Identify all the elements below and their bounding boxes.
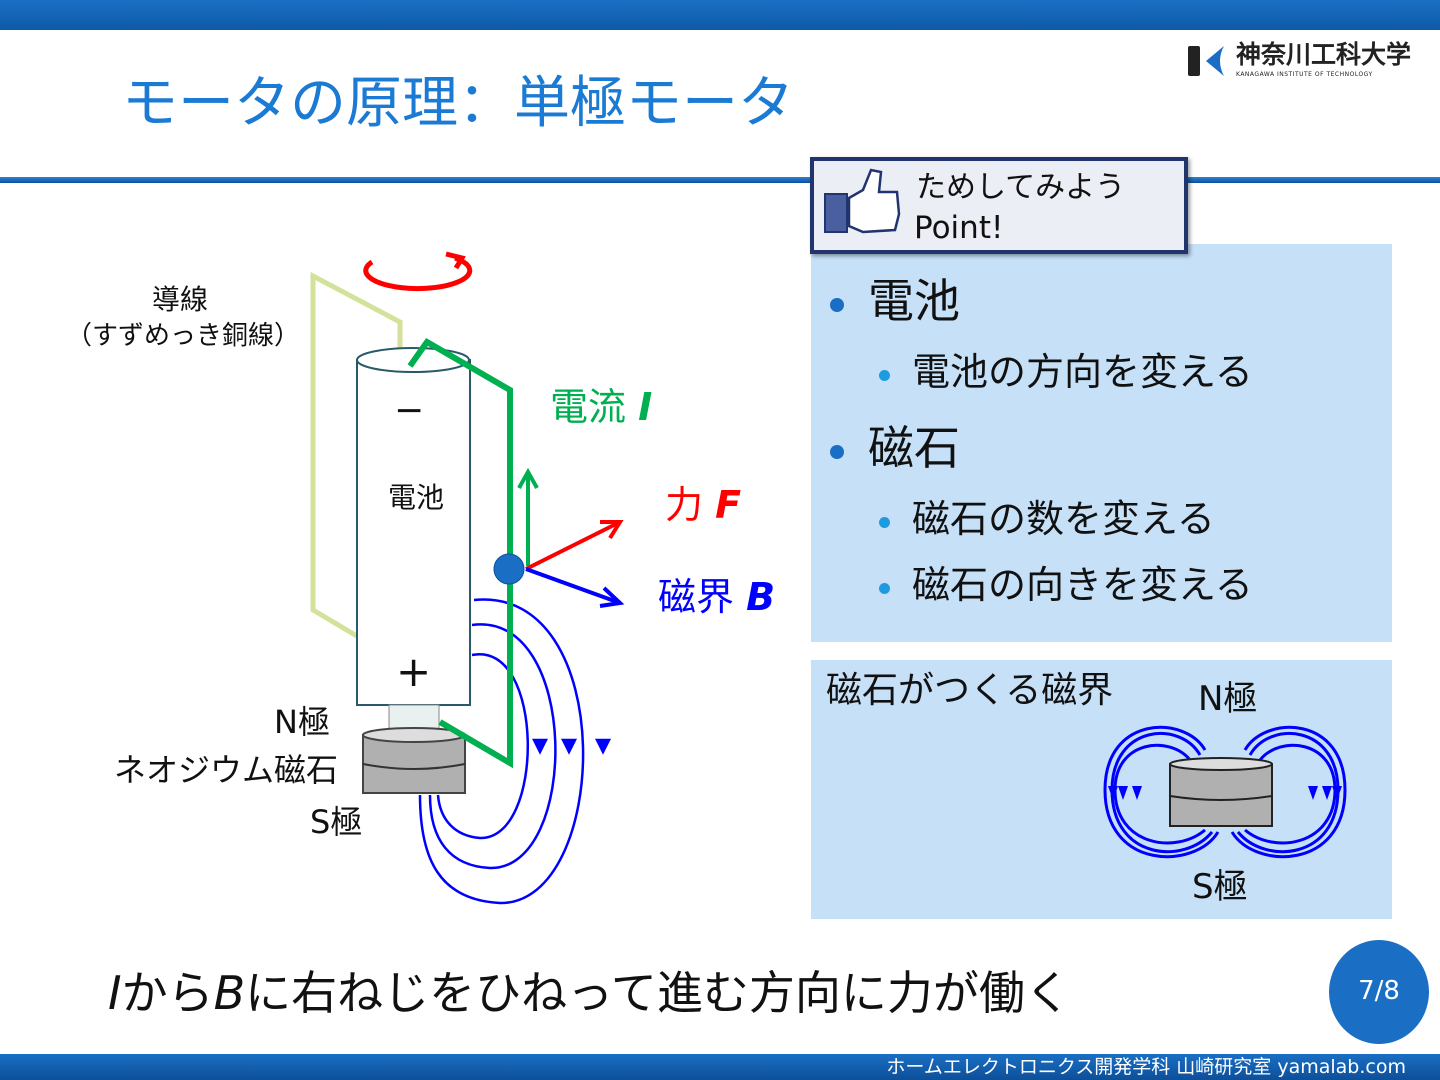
top-bar xyxy=(0,0,1440,30)
logo-name-en: KANAGAWA INSTITUTE OF TECHNOLOGY xyxy=(1236,71,1373,78)
magnet-label: ネオジウム磁石 xyxy=(114,751,339,789)
footer-bar xyxy=(0,1054,1440,1080)
s-pole-label: S極 xyxy=(310,803,363,841)
point-title: ためしてみよう xyxy=(916,170,1126,205)
contact-point xyxy=(493,553,525,585)
point-subtitle: Point! xyxy=(914,210,1004,246)
s-pole-label: S極 xyxy=(1192,867,1248,907)
slide-title: モータの原理：単極モータ xyxy=(122,71,794,136)
field-box-title: 磁石がつくる磁界 xyxy=(826,670,1114,711)
n-pole-label: N極 xyxy=(1198,679,1258,719)
force-label: 力 F xyxy=(665,483,742,527)
logo-mark-icon xyxy=(1188,46,1224,76)
logo-name: 神奈川工科大学 xyxy=(1236,40,1412,69)
wire-sublabel: （すずめっき銅線） xyxy=(66,321,301,351)
field-arrow-icon xyxy=(525,567,625,608)
field-label: 磁界 B xyxy=(658,575,776,619)
bullet-icon xyxy=(879,583,890,594)
thumbs-up-icon xyxy=(824,168,901,234)
rotation-arrow-icon xyxy=(363,251,473,292)
field-lines xyxy=(418,598,612,905)
point-panel xyxy=(811,244,1392,642)
homopolar-motor-diagram xyxy=(310,251,625,905)
bullet-icon xyxy=(879,370,890,381)
sub-bullet: 磁石の向きを変える xyxy=(912,563,1253,607)
bullet-icon xyxy=(830,298,844,312)
footer-text: ホームエレクトロニクス開発学科 山崎研究室 yamalab.com xyxy=(886,1056,1406,1078)
current-arrow-icon xyxy=(517,467,539,566)
n-pole-label: N極 xyxy=(274,703,330,741)
battery-label: 電池 xyxy=(388,481,445,514)
bullet-magnet: 磁石 xyxy=(868,421,960,475)
wire-back xyxy=(310,271,403,648)
minus-terminal: − xyxy=(394,390,425,431)
page-number-badge: 7/8 xyxy=(1329,940,1429,1044)
bullet-icon xyxy=(879,517,890,528)
sub-bullet: 電池の方向を変える xyxy=(912,350,1253,394)
bullet-icon xyxy=(830,445,844,459)
current-label: 電流 I xyxy=(550,385,653,429)
wire-label: 導線 xyxy=(152,283,209,316)
magnet-field-panel xyxy=(811,660,1392,919)
sub-bullet: 磁石の数を変える xyxy=(912,497,1215,541)
title-divider xyxy=(0,177,1440,183)
bullet-battery: 電池 xyxy=(868,274,960,328)
plus-terminal: + xyxy=(396,647,432,696)
wire-front-current xyxy=(407,338,513,769)
force-arrow-icon xyxy=(525,520,624,571)
conclusion-text: IからBに右ねじをひねって進む方向に力が働く xyxy=(108,966,1071,1020)
neodymium-magnet xyxy=(362,727,466,794)
magnet-field-diagram xyxy=(1103,725,1347,859)
